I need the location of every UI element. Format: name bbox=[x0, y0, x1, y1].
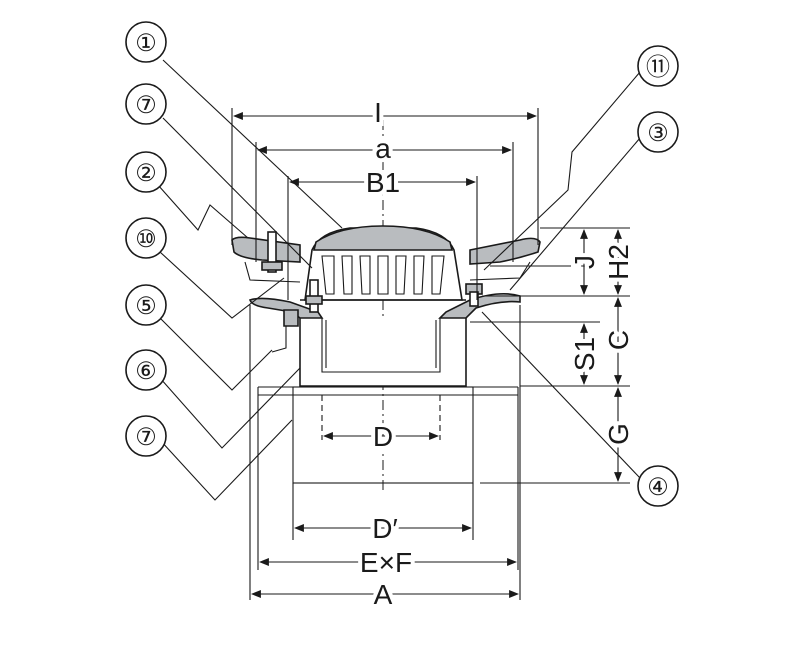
callout-label-2: ② bbox=[135, 160, 157, 187]
callout-11: ⑪ bbox=[637, 45, 679, 87]
strainer-dome bbox=[300, 225, 466, 301]
dim-label-S1: S1 bbox=[569, 337, 600, 371]
callout-6: ⑥ bbox=[125, 349, 167, 391]
callout-label-7: ⑦ bbox=[135, 424, 157, 451]
dim-label-A: A bbox=[374, 579, 393, 610]
bolts bbox=[261, 231, 483, 353]
dim-label-H2: H2 bbox=[603, 244, 634, 280]
callout-label-4: ④ bbox=[647, 474, 669, 501]
leader-lines bbox=[157, 59, 641, 501]
callout-8: ⑦ bbox=[125, 83, 167, 125]
callout-label-5: ⑤ bbox=[135, 293, 157, 320]
callout-label-3: ③ bbox=[647, 120, 669, 147]
callout-label-10: ⑩ bbox=[135, 226, 157, 253]
dim-label-a: a bbox=[375, 133, 391, 164]
dim-label-C: C bbox=[603, 330, 634, 350]
dim-label-G: G bbox=[603, 423, 634, 445]
dim-label-I: I bbox=[374, 97, 382, 128]
callout-label-6: ⑥ bbox=[135, 358, 157, 385]
callout-2: ② bbox=[125, 151, 167, 193]
dim-label-D: D bbox=[373, 421, 393, 452]
callout-label-11: ⑪ bbox=[646, 54, 670, 81]
callout-5: ⑤ bbox=[125, 284, 167, 326]
callout-label-1: ① bbox=[135, 30, 157, 57]
callout-10: ⑩ bbox=[125, 217, 167, 259]
callout-3: ③ bbox=[637, 111, 679, 153]
callout-4: ④ bbox=[637, 465, 679, 507]
dim-label-D-prime: D′ bbox=[372, 513, 397, 544]
callout-7: ⑦ bbox=[125, 415, 167, 457]
callout-label-8: ⑦ bbox=[135, 92, 157, 119]
dim-label-B1: B1 bbox=[366, 167, 400, 198]
dim-label-J: J bbox=[569, 255, 600, 269]
callout-1: ① bbox=[125, 21, 167, 63]
dim-label-ExF: E×F bbox=[360, 547, 412, 578]
